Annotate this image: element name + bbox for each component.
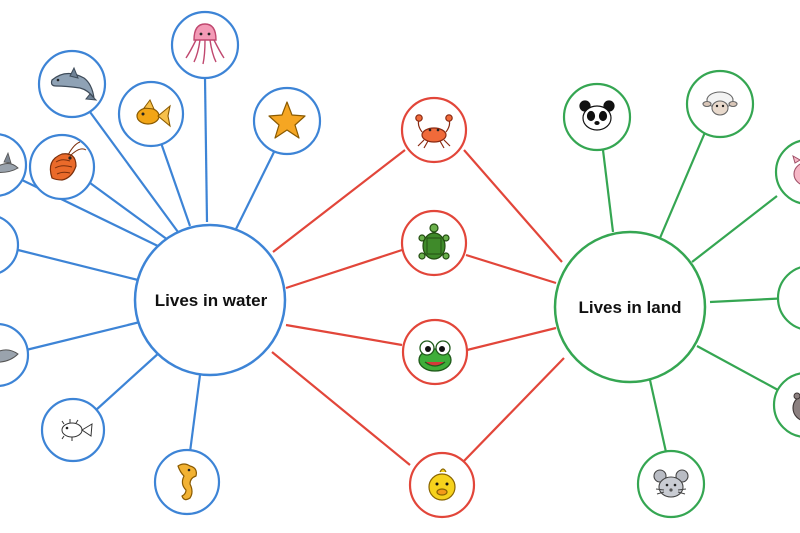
connector-water-duck bbox=[271, 351, 411, 466]
node-whale bbox=[0, 216, 20, 274]
node-mouse bbox=[636, 449, 706, 519]
hub-lives-in-land: Lives in land bbox=[553, 230, 707, 384]
node-panda bbox=[562, 82, 632, 152]
shark-icon bbox=[0, 151, 19, 173]
connector-water-fish bbox=[25, 320, 141, 352]
node-shrimp bbox=[28, 133, 96, 201]
shrimp-icon bbox=[49, 141, 87, 181]
pig-icon bbox=[792, 154, 800, 187]
hub-circle-land bbox=[553, 230, 707, 384]
duck-icon bbox=[428, 468, 456, 501]
connector-land-mouse bbox=[648, 379, 668, 453]
node-frog bbox=[401, 318, 469, 386]
both-connectors bbox=[271, 149, 565, 466]
node-duck bbox=[408, 451, 476, 519]
land-connectors bbox=[601, 129, 791, 453]
node-seahorse bbox=[153, 448, 221, 516]
connector-water-crab bbox=[272, 149, 406, 253]
node-dolphin bbox=[37, 49, 107, 119]
seahorse-icon bbox=[177, 463, 197, 501]
sheep-icon bbox=[702, 91, 738, 116]
hub-label-water: Lives in water bbox=[155, 291, 268, 310]
frog-icon bbox=[418, 340, 452, 372]
goldfish-icon bbox=[136, 99, 171, 128]
octopus-icon bbox=[185, 23, 225, 65]
dolphin-icon bbox=[50, 66, 98, 101]
connector-water-dolphin bbox=[89, 111, 179, 233]
panda-icon bbox=[579, 100, 615, 131]
node-horse bbox=[776, 266, 800, 330]
connector-water-starfish bbox=[235, 149, 276, 230]
node-hippo bbox=[772, 372, 800, 438]
water-connectors bbox=[17, 77, 276, 453]
connector-land-pig bbox=[691, 195, 778, 263]
turtle-icon bbox=[418, 223, 450, 260]
mouse-icon bbox=[653, 469, 689, 498]
node-goldfish bbox=[117, 80, 185, 148]
connector-land-panda bbox=[601, 149, 615, 233]
connector-water-shrimp bbox=[85, 179, 169, 241]
node-crab bbox=[400, 96, 468, 164]
connector-land-duck bbox=[462, 357, 565, 463]
connector-water-turtle bbox=[285, 248, 403, 290]
connector-water-pufferfish bbox=[95, 351, 161, 411]
node-starfish bbox=[252, 86, 322, 156]
node-pufferfish bbox=[40, 397, 106, 463]
crab-icon bbox=[415, 114, 453, 149]
connector-land-frog bbox=[466, 326, 557, 352]
connector-water-whale bbox=[17, 248, 139, 282]
starfish-icon bbox=[268, 101, 306, 139]
node-pig bbox=[774, 139, 800, 205]
connector-water-octopus bbox=[203, 77, 209, 223]
node-turtle bbox=[400, 209, 468, 277]
connector-land-horse bbox=[709, 296, 791, 304]
node-sheep bbox=[685, 69, 755, 139]
hub-label-land: Lives in land bbox=[579, 298, 682, 317]
fish-icon bbox=[0, 349, 19, 363]
hub-circle-water bbox=[133, 223, 287, 377]
connector-land-hippo bbox=[696, 345, 779, 391]
connector-water-seahorse bbox=[188, 374, 202, 453]
connector-water-goldfish bbox=[158, 139, 192, 227]
connector-land-crab bbox=[463, 149, 563, 263]
connector-water-frog bbox=[285, 323, 403, 347]
connector-land-turtle bbox=[465, 253, 557, 285]
node-octopus bbox=[170, 10, 240, 80]
node-fish bbox=[0, 323, 30, 387]
node-shark bbox=[0, 133, 28, 197]
connector-land-sheep bbox=[658, 129, 708, 239]
pufferfish-icon bbox=[61, 419, 93, 441]
hub-lives-in-water: Lives in water bbox=[133, 223, 287, 377]
